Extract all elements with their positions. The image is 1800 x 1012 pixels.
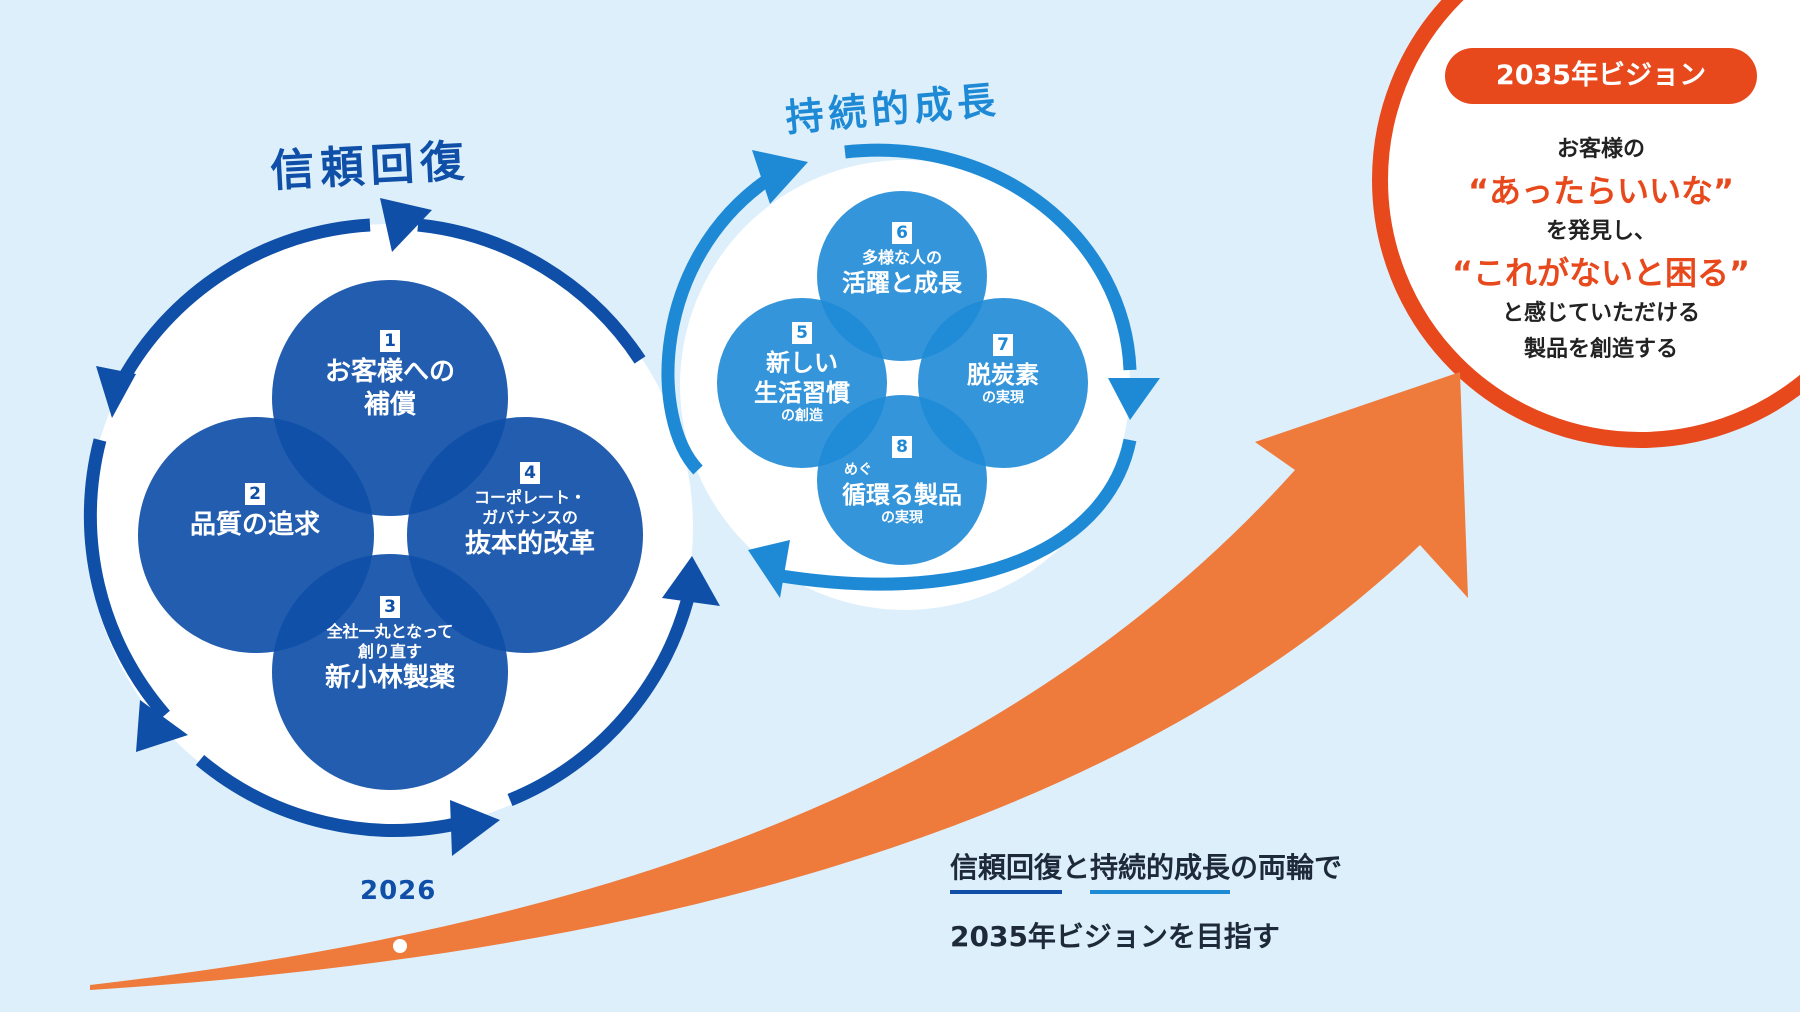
item-number-badge: 6 [892, 222, 912, 244]
item-label-line: 補償 [363, 389, 416, 420]
vision-line: お客様の [1556, 137, 1645, 162]
vision-line: を発見し、 [1545, 219, 1656, 244]
trust-recovery-title: 信頼回復 [269, 135, 472, 198]
item-sub-line: 創り直す [357, 642, 422, 661]
trust-item-2: 2 品質の追求 [160, 483, 350, 542]
item-label-main: 活躍と成長 [842, 269, 962, 297]
trust-recovery-cycle-arrows [83, 218, 697, 837]
item-label-main: 脱炭素 [967, 361, 1039, 389]
item-sub-line: ガバナンスの [482, 508, 578, 527]
item-label-line: 品質の追求 [189, 510, 320, 540]
vision-line: と感じていただける [1501, 301, 1700, 326]
item-sub-line: 多様な人の [861, 248, 942, 267]
vision-line: 製品を創造する [1523, 337, 1678, 362]
item-number-badge: 3 [380, 596, 400, 618]
item-number-badge: 4 [520, 462, 540, 484]
item-ruby: めぐ [844, 462, 872, 478]
vision-circle [1372, 0, 1800, 448]
item-label-main: 循環る製品 [842, 480, 962, 509]
start-dot [393, 939, 407, 953]
item-label-line: お客様への [324, 357, 455, 387]
item-sub-line: コーポレート・ [473, 488, 586, 507]
growth-center-gap [890, 368, 916, 394]
vision-highlight: “これがないと困る” [1451, 254, 1751, 292]
item-number-badge: 5 [792, 322, 812, 344]
trust-recovery-circles [138, 280, 643, 790]
bottom-statement-line2: 2035年ビジョンを目指す [950, 920, 1280, 953]
growth-circle-8 [817, 395, 987, 565]
item-label-main: 新しい [766, 349, 838, 377]
growth-arrow [90, 372, 1468, 990]
item-number-badge: 8 [892, 436, 912, 458]
item-sub-line: の実現 [881, 509, 923, 526]
item-number-badge: 7 [993, 334, 1013, 356]
growth-arrowheads [748, 150, 1160, 598]
item-sub-line: 全社一丸となって [326, 622, 454, 641]
item-sub-line: の創造 [781, 408, 823, 424]
underlined-trust-recovery: 信頼回復 [950, 851, 1063, 894]
growth-item-7: 7 脱炭素 の実現 [938, 334, 1068, 408]
growth-circles [717, 191, 1088, 565]
bottom-statement-line1: 信頼回復と持続的成長の両輪で [950, 846, 1343, 894]
item-number-badge: 1 [380, 330, 400, 352]
trust-recovery-arrowheads [96, 198, 720, 856]
growth-item-6: 6 多様な人の 活躍と成長 [827, 222, 977, 298]
item-number-badge: 2 [245, 483, 265, 505]
trust-item-3: 3 全社一丸となって 創り直す 新小林製薬 [290, 596, 490, 695]
growth-cycle-arrows [661, 143, 1137, 591]
item-label-main: 生活習慣 [754, 379, 850, 407]
trust-item-4: 4 コーポレート・ ガバナンスの 抜本的改革 [430, 462, 630, 561]
growth-circle-6 [817, 191, 987, 361]
vision-text: お客様の “あったらいいな” を発見し、 “これがないと困る” と感じていただけ… [1445, 132, 1757, 368]
item-label-main: 新小林製薬 [324, 663, 455, 693]
vision-badge: 2035年ビジョン [1445, 48, 1757, 104]
year-label: 2026 [360, 876, 437, 906]
underlined-sustainable-growth: 持続的成長 [1090, 851, 1231, 894]
trust-center-gap [374, 519, 406, 551]
growth-item-8: 8 めぐ 循環る製品 の実現 [822, 436, 982, 527]
item-label-main: 抜本的改革 [464, 529, 595, 559]
trust-item-1: 1 お客様への 補償 [300, 330, 480, 421]
trust-circle-3 [272, 554, 508, 790]
connector-text: と [1062, 851, 1091, 884]
item-sub-line: の実現 [982, 390, 1024, 406]
vision-highlight: “あったらいいな” [1467, 172, 1735, 210]
connector-text: の両輪で [1230, 851, 1343, 884]
growth-item-5: 5 新しい 生活習慣 の創造 [732, 322, 872, 426]
